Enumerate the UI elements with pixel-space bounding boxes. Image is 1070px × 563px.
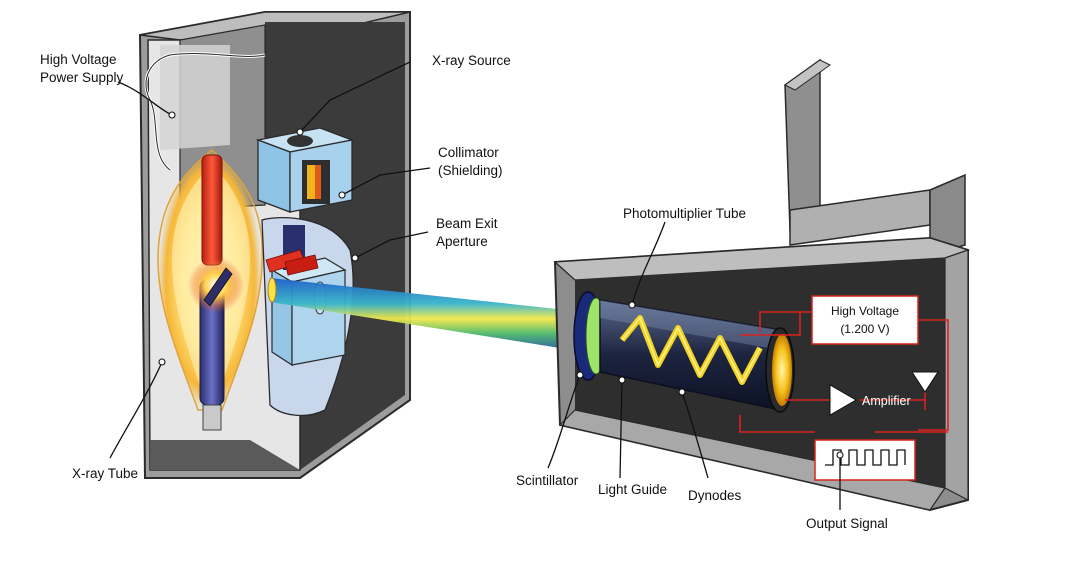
label-photomultiplier-tube: Photomultiplier Tube <box>623 206 746 221</box>
high-voltage-label: High Voltage <box>831 304 899 318</box>
collimator <box>255 127 355 213</box>
label-dynodes: Dynodes <box>688 488 742 503</box>
label-xray-source: X-ray Source <box>432 53 511 68</box>
high-voltage-box <box>811 295 919 345</box>
photomultiplier-tube <box>573 291 795 413</box>
amplifier-symbol <box>829 384 858 416</box>
label-light-guide: Light Guide <box>598 482 667 497</box>
label-beam-exit-1: Beam Exit <box>436 216 498 231</box>
label-beam-exit-2: Aperture <box>436 234 488 249</box>
label-scintillator: Scintillator <box>516 473 579 488</box>
xray-beam <box>267 277 585 352</box>
label-high-voltage-supply-2: Power Supply <box>40 70 124 85</box>
label-xray-tube: X-ray Tube <box>72 466 138 481</box>
high-voltage-value: (1.200 V) <box>840 322 889 336</box>
callouts: High Voltage Power Supply X-ray Source C… <box>40 52 888 531</box>
label-collimator-2: (Shielding) <box>438 163 503 178</box>
label-output-signal: Output Signal <box>806 516 888 531</box>
buffer-symbol <box>911 371 939 393</box>
hv-circuit: High Voltage (1.200 V) Amplifier <box>739 295 949 481</box>
xray-tube <box>157 149 263 431</box>
label-collimator-1: Collimator <box>438 145 499 160</box>
label-high-voltage-supply-1: High Voltage <box>40 52 117 67</box>
amplifier-label: Amplifier <box>862 394 911 408</box>
